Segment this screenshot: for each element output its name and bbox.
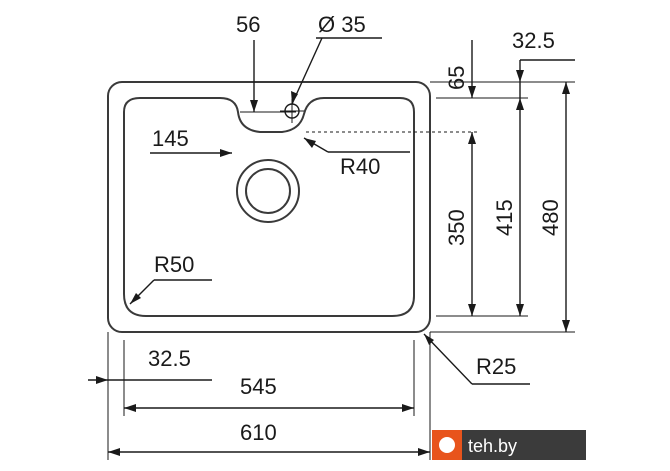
watermark-text: teh.by — [468, 436, 517, 456]
dim-56-label: 56 — [236, 12, 260, 37]
dim-r25-arrow — [424, 334, 434, 345]
dim-480-arrow-top — [562, 82, 570, 94]
dim-32-5-bottom-label: 32.5 — [148, 346, 191, 371]
drain-outer — [236, 159, 300, 223]
dim-diameter-leader — [291, 37, 323, 105]
dim-r25-leader — [423, 333, 473, 385]
dim-r25-label: R25 — [476, 354, 516, 379]
dim-65-arrow — [468, 86, 476, 98]
dim-350-arrow-top — [468, 132, 476, 144]
dim-480-label: 480 — [538, 199, 563, 236]
drain-inner — [245, 168, 291, 214]
dim-545-arrow-right — [402, 404, 414, 412]
dim-545-arrow-left — [124, 404, 136, 412]
dim-350-label: 350 — [444, 209, 469, 246]
sink-outer-rim — [107, 81, 431, 333]
dim-56-arrow — [250, 100, 258, 112]
dim-145-arrow — [220, 149, 232, 157]
dim-610-arrow-right — [418, 448, 430, 456]
dim-diameter-label: Ø 35 — [318, 12, 366, 37]
dim-350-arrow-bottom — [468, 304, 476, 316]
dim-545-label: 545 — [240, 374, 277, 399]
dim-diameter-arrow — [291, 91, 298, 104]
dim-r50-label: R50 — [154, 252, 194, 277]
dim-145-label: 145 — [152, 126, 189, 151]
dim-415-arrow-top — [516, 98, 524, 110]
dim-32-5-top-label: 32.5 — [512, 28, 555, 53]
dim-32-5-top-arrow — [516, 70, 524, 82]
dim-65-label: 65 — [444, 66, 469, 90]
dim-610-arrow-left — [108, 448, 120, 456]
dim-480-arrow-bottom — [562, 320, 570, 332]
dim-r50-arrow — [130, 293, 141, 304]
dim-610-label: 610 — [240, 420, 277, 445]
sink-bowl-outline — [123, 97, 415, 317]
watermark-icon — [439, 437, 455, 453]
dim-415-arrow-bottom — [516, 304, 524, 316]
dim-r40-arrow — [304, 138, 316, 148]
watermark-logo: teh.by — [432, 430, 586, 460]
dim-r40-label: R40 — [340, 154, 380, 179]
dim-32-5-bottom-arrow — [96, 376, 108, 384]
dim-415-label: 415 — [492, 199, 517, 236]
